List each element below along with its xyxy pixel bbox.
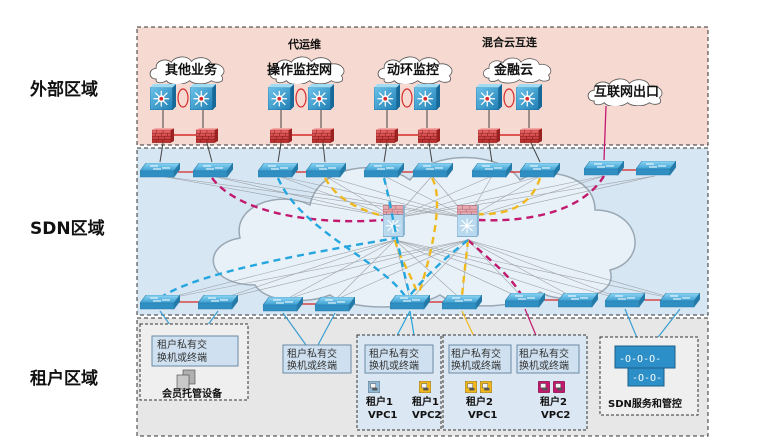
tenant1-vpc1-vpc: VPC1 bbox=[368, 410, 397, 421]
cloud-other-business-label: 其他业务 bbox=[165, 62, 218, 78]
tenant2-vpc2-tenant: 租户2 bbox=[540, 395, 567, 408]
cloud-internet-exit: 互联网出口 bbox=[587, 78, 663, 106]
router-firewall-links bbox=[162, 105, 607, 161]
cyan-path-3 bbox=[407, 239, 469, 299]
tenant1-vpc2-tenant: 租户1 bbox=[412, 395, 439, 408]
tenant2-access-label-1a: 租户私有交 bbox=[451, 347, 501, 360]
tenant2-access-label-2a: 租户私有交 bbox=[519, 347, 569, 360]
tenant1-vpc2-vpc: VPC2 bbox=[412, 410, 441, 421]
tenant1-access-label-1: 租户私有交 bbox=[369, 347, 419, 360]
zone-title-sdn: SDN区域 bbox=[30, 218, 105, 239]
tenant2-access-label-2b: 换机或终端 bbox=[519, 359, 569, 372]
svg-text:-O-O-O-: -O-O-O- bbox=[619, 354, 661, 365]
proxy-ops-label: 代运维 bbox=[287, 37, 321, 51]
router-pair-other bbox=[150, 84, 216, 110]
zone-title-external: 外部区域 bbox=[30, 79, 98, 100]
core-device-left bbox=[383, 205, 405, 238]
magenta-path-down bbox=[467, 239, 524, 297]
yellow-path-4 bbox=[460, 239, 470, 297]
standalone-access-label-1: 租户私有交 bbox=[287, 347, 337, 360]
hosting-device-icon bbox=[176, 369, 196, 390]
hosting-label: 会员托管设备 bbox=[162, 387, 223, 400]
upper-switch-red-links bbox=[178, 169, 662, 305]
cloud-operation-monitor-label: 操作监控网 bbox=[267, 62, 332, 78]
yellow-path-2 bbox=[478, 177, 542, 216]
mesh-links bbox=[159, 175, 681, 301]
cloud-other-business: 其他业务 bbox=[149, 56, 225, 84]
hybrid-cloud-label: 混合云互连 bbox=[482, 35, 538, 49]
standalone-access-label-2: 换机或终端 bbox=[287, 359, 337, 372]
tenant2-access-box-2: 租户私有交 换机或终端 bbox=[516, 344, 580, 374]
cloud-env-monitor-label: 动环监控 bbox=[387, 62, 439, 78]
magenta-path-left bbox=[211, 177, 384, 223]
tenant1-access-box: 租户私有交 换机或终端 bbox=[364, 344, 434, 374]
magenta-path-right bbox=[478, 175, 606, 222]
hosting-access-label-1: 租户私有交 bbox=[157, 338, 207, 351]
cyan-path-2 bbox=[159, 236, 396, 299]
tenant-paths bbox=[159, 175, 606, 299]
cloud-env-monitor: 动环监控 bbox=[377, 56, 453, 84]
tenant2-vpc1-vpc: VPC1 bbox=[468, 410, 497, 421]
tenant1-vpc2-host-icon bbox=[419, 381, 431, 393]
cloud-finance: 金融云 bbox=[483, 57, 552, 84]
sdn-controller-icon: -O-O-O- -O-O- bbox=[614, 345, 676, 387]
router-pair-operation bbox=[268, 84, 334, 110]
cyan-path-4 bbox=[276, 177, 406, 297]
tenant2-vpc2-vpc: VPC2 bbox=[541, 410, 570, 421]
router-pair-finance bbox=[476, 84, 542, 110]
core-device-right bbox=[457, 205, 479, 238]
yellow-path-3 bbox=[393, 239, 420, 297]
firewall-switch-links bbox=[159, 142, 541, 163]
tenant1-vpc1-tenant: 租户1 bbox=[366, 395, 393, 408]
sdn-service-label: SDN服务和管控 bbox=[608, 397, 682, 410]
cloud-finance-label: 金融云 bbox=[493, 62, 533, 78]
tenant2-access-label-1b: 换机或终端 bbox=[451, 359, 501, 372]
tenant1-access-label-2: 换机或终端 bbox=[369, 359, 419, 372]
hosting-access-box: 租户私有交 换机或终端 bbox=[151, 335, 239, 367]
router-pair-env bbox=[374, 84, 440, 110]
yellow-path-5 bbox=[416, 177, 439, 297]
yellow-path-1 bbox=[323, 177, 384, 218]
cloud-operation-monitor: 操作监控网 bbox=[267, 56, 345, 84]
cyan-path-1 bbox=[382, 177, 412, 297]
standalone-access-box: 租户私有交 换机或终端 bbox=[282, 344, 352, 374]
svg-text:-O-O-: -O-O- bbox=[632, 373, 662, 384]
tenant1-vpc1-host-icon bbox=[368, 381, 380, 393]
zone-title-tenant: 租户区域 bbox=[30, 368, 98, 389]
tenant2-vpc1-tenant: 租户2 bbox=[466, 395, 493, 408]
hosting-access-label-2: 换机或终端 bbox=[157, 351, 207, 364]
tenant2-access-box-1: 租户私有交 换机或终端 bbox=[448, 344, 512, 374]
cloud-internet-exit-label: 互联网出口 bbox=[594, 84, 659, 100]
